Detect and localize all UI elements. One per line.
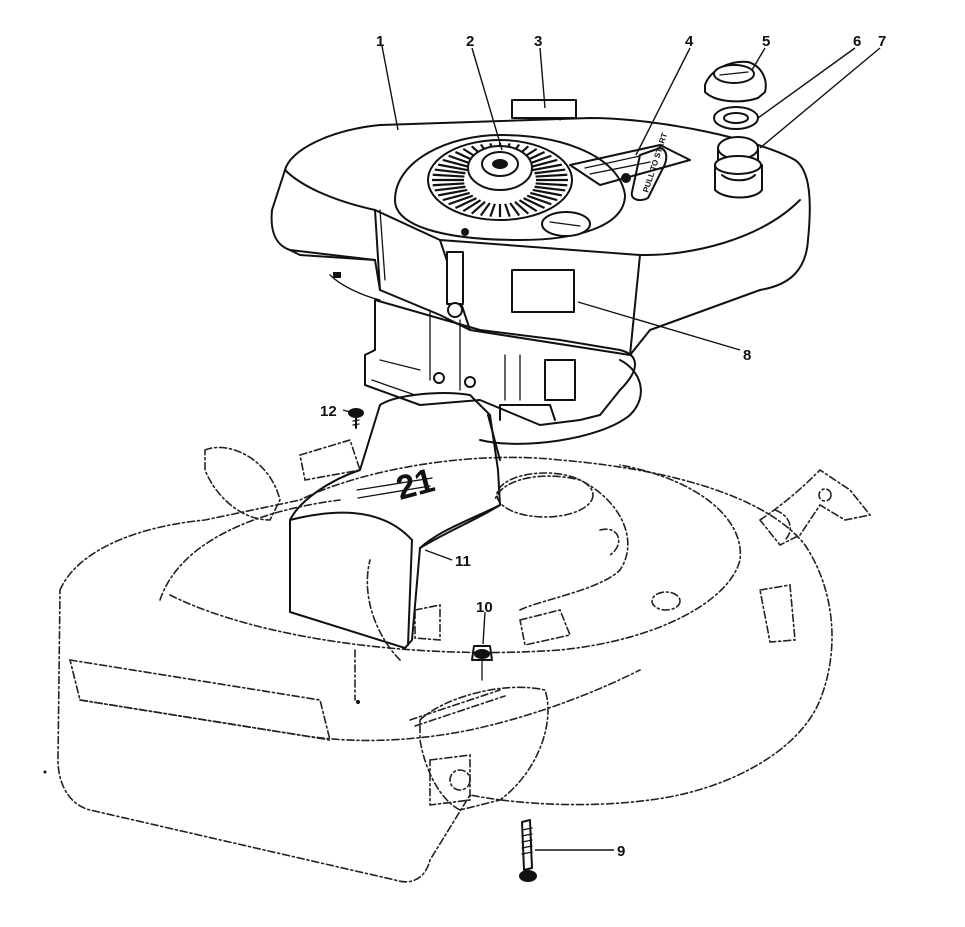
primer-knob <box>541 211 591 237</box>
mower-deck <box>43 439 872 883</box>
mounting-bolt-10 <box>471 645 493 681</box>
callout-7: 7 <box>878 33 886 50</box>
callout-11: 11 <box>455 553 471 570</box>
deck-size-marking: 21 <box>392 461 438 507</box>
callout-2: 2 <box>466 33 474 50</box>
discharge-deflector: 21 <box>289 392 501 649</box>
callout-4: 4 <box>685 33 694 50</box>
callout-5: 5 <box>762 33 770 50</box>
leader-lines <box>342 45 881 851</box>
callout-1: 1 <box>376 33 384 50</box>
callout-8: 8 <box>743 347 751 364</box>
callout-3: 3 <box>534 33 542 50</box>
fuel-cap-assembly <box>704 60 767 199</box>
engine-crankcase <box>364 299 642 445</box>
callout-labels: 1 2 3 4 5 6 7 8 9 10 11 12 <box>320 33 886 860</box>
recoil-starter <box>394 134 626 241</box>
screw-12 <box>348 408 364 429</box>
callout-9: 9 <box>617 843 625 860</box>
callout-10: 10 <box>476 599 493 616</box>
callout-12: 12 <box>320 403 337 420</box>
engine-shroud <box>270 99 811 356</box>
callout-6: 6 <box>853 33 861 50</box>
deck-bolt <box>519 819 537 882</box>
